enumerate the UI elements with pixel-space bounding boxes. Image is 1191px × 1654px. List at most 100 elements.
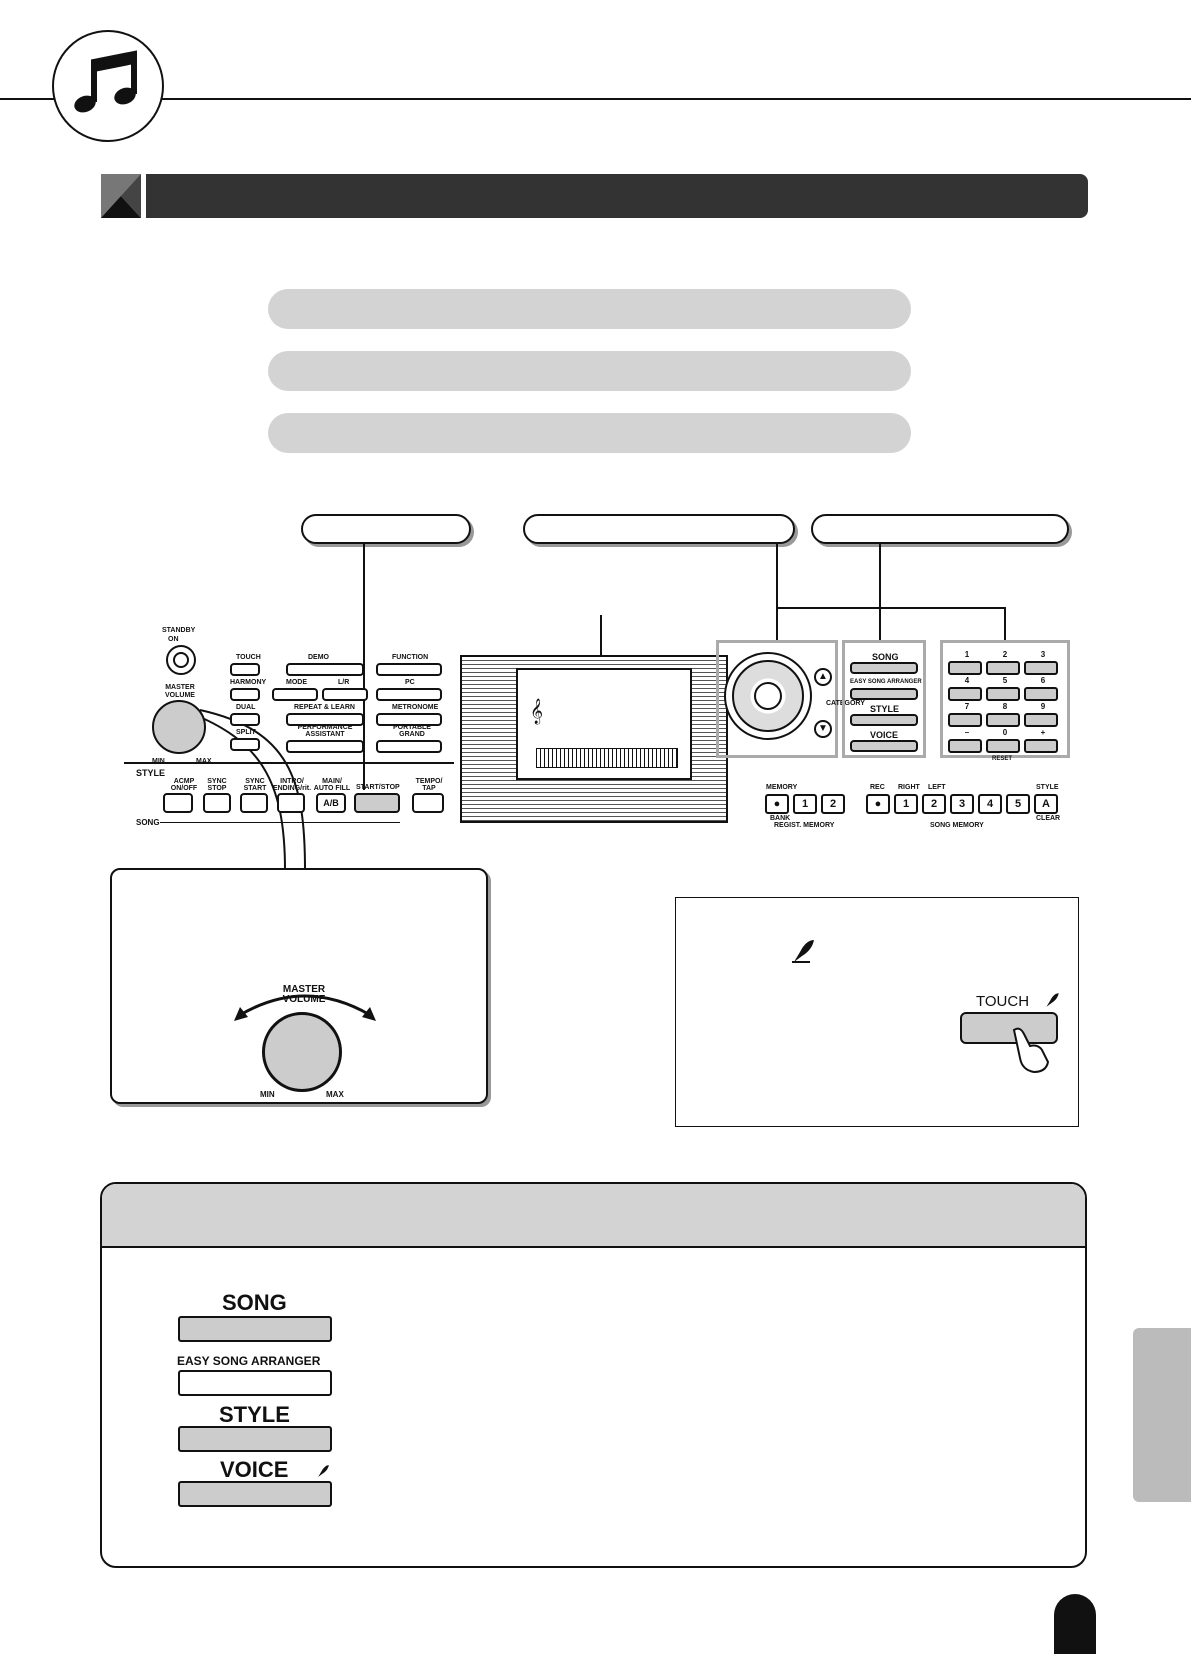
knob-max-label: MAX	[196, 758, 212, 765]
tempo-tap-label: TEMPO/ TAP	[415, 778, 443, 792]
numpad-key-minus[interactable]	[948, 739, 982, 753]
sync-stop-button[interactable]	[203, 793, 231, 813]
category-down-icon[interactable]: ▼	[814, 720, 832, 738]
numpad-key-9[interactable]	[1024, 713, 1058, 727]
esa-mode-button[interactable]	[850, 688, 918, 700]
numpad-label-5: 5	[1002, 676, 1008, 685]
reset-label: RESET	[992, 756, 1013, 762]
song-memory-key-5[interactable]: 5	[1006, 794, 1030, 814]
numpad-key-3[interactable]	[1024, 661, 1058, 675]
touch-label: TOUCH	[236, 654, 261, 661]
right-label: RIGHT	[898, 784, 920, 791]
panel-divider	[124, 762, 454, 764]
zoom-volume-knob	[262, 1012, 342, 1092]
song-memory-key-a[interactable]: A	[1034, 794, 1058, 814]
legend-song-button	[178, 1316, 332, 1342]
sync-stop-label: SYNC STOP	[207, 778, 227, 792]
intro-ending-label: INTRO/ ENDING/rit.	[272, 778, 312, 792]
legend-voice-feather-icon	[316, 1464, 330, 1478]
header-rule	[0, 98, 1191, 100]
feather-icon	[790, 938, 816, 964]
numpad-key-8[interactable]	[986, 713, 1020, 727]
portable-grand-label: PORTABLE GRAND	[393, 724, 431, 738]
repeat-learn-label: REPEAT & LEARN	[294, 704, 355, 711]
function-button[interactable]	[376, 663, 442, 676]
callout-start-stop	[301, 514, 471, 544]
knob-min-label: MIN	[152, 758, 165, 765]
song-mode-button[interactable]	[850, 662, 918, 674]
voice-mode-button[interactable]	[850, 740, 918, 752]
sync-start-label: SYNC START	[243, 778, 267, 792]
song-memory-key-3[interactable]: 3	[950, 794, 974, 814]
info-pill-2	[268, 351, 911, 391]
style-row-label: STYLE	[136, 768, 166, 778]
lr-button[interactable]	[322, 688, 368, 701]
numpad-key-4[interactable]	[948, 687, 982, 701]
zoom-max-label: MAX	[326, 1090, 344, 1099]
numpad-key-1[interactable]	[948, 661, 982, 675]
repeat-learn-button[interactable]	[286, 713, 364, 726]
music-note-icon	[52, 30, 164, 142]
master-volume-knob[interactable]	[152, 700, 206, 754]
song-memory-key-2[interactable]: 2	[922, 794, 946, 814]
harmony-label: HARMONY	[230, 679, 267, 686]
start-stop-label: START/STOP	[356, 784, 400, 791]
legend-style-button	[178, 1426, 332, 1452]
numpad-label-9: 9	[1040, 702, 1046, 711]
numpad-key-7[interactable]	[948, 713, 982, 727]
performance-assistant-button[interactable]	[286, 740, 364, 753]
legend-style-label: STYLE	[219, 1402, 290, 1427]
dual-button[interactable]	[230, 713, 260, 726]
acmp-button[interactable]	[163, 793, 193, 813]
numpad-label-8: 8	[1002, 702, 1008, 711]
lcd-display: 𝄞	[516, 668, 692, 780]
numpad-label-0: 0	[1002, 728, 1008, 737]
touch-button[interactable]	[230, 663, 260, 676]
song-memory-key-4[interactable]: 4	[978, 794, 1002, 814]
rotate-arrows-icon	[234, 994, 376, 1021]
standby-label: STANDBY	[162, 627, 196, 634]
sync-start-button[interactable]	[240, 793, 268, 813]
standby-button[interactable]	[166, 645, 196, 675]
numpad-key-0[interactable]	[986, 739, 1020, 753]
category-up-icon[interactable]: ▲	[814, 668, 832, 686]
regist-memory-key-1[interactable]: 1	[793, 794, 817, 814]
numpad-label-3: 3	[1040, 650, 1046, 659]
numpad-label-4: 4	[964, 676, 970, 685]
harmony-button[interactable]	[230, 688, 260, 701]
start-stop-button[interactable]	[354, 793, 400, 813]
song-memory-key-rec[interactable]: ●	[866, 794, 890, 814]
dial-frame	[716, 640, 838, 758]
pc-button[interactable]	[376, 688, 442, 701]
performance-assistant-label: PERFORMANCE ASSISTANT	[297, 724, 353, 738]
mode-button[interactable]	[272, 688, 318, 701]
tempo-tap-button[interactable]	[412, 793, 444, 813]
demo-button[interactable]	[286, 663, 364, 676]
regist-memory-key-2[interactable]: 2	[821, 794, 845, 814]
ab-button[interactable]: A/B	[316, 793, 346, 813]
split-button[interactable]	[230, 738, 260, 751]
master-volume-label: MASTER VOLUME	[165, 684, 195, 699]
split-label: SPLIT	[236, 729, 256, 736]
finger-press-icon	[1012, 1027, 1050, 1074]
metronome-button[interactable]	[376, 713, 442, 726]
intro-ending-button[interactable]	[277, 793, 305, 813]
dial[interactable]	[724, 652, 812, 740]
zoom-min-label: MIN	[260, 1090, 275, 1099]
numpad-key-6[interactable]	[1024, 687, 1058, 701]
numpad-key-plus[interactable]	[1024, 739, 1058, 753]
voice-mode-label: VOICE	[870, 730, 899, 740]
song-row-label: SONG	[136, 818, 160, 827]
numpad-frame	[940, 640, 1070, 758]
song-memory-key-1[interactable]: 1	[894, 794, 918, 814]
numpad-key-5[interactable]	[986, 687, 1020, 701]
info-pill-3	[268, 413, 911, 453]
portable-grand-button[interactable]	[376, 740, 442, 753]
song-memory-label: SONG MEMORY	[930, 822, 984, 829]
style-mode-button[interactable]	[850, 714, 918, 726]
regist-memory-key-rec[interactable]: ●	[765, 794, 789, 814]
treble-clef-icon: 𝄞	[530, 698, 544, 723]
acmp-label: ACMP ON/OFF	[170, 778, 198, 792]
numpad-key-2[interactable]	[986, 661, 1020, 675]
touch-feather-icon	[1044, 992, 1060, 1008]
